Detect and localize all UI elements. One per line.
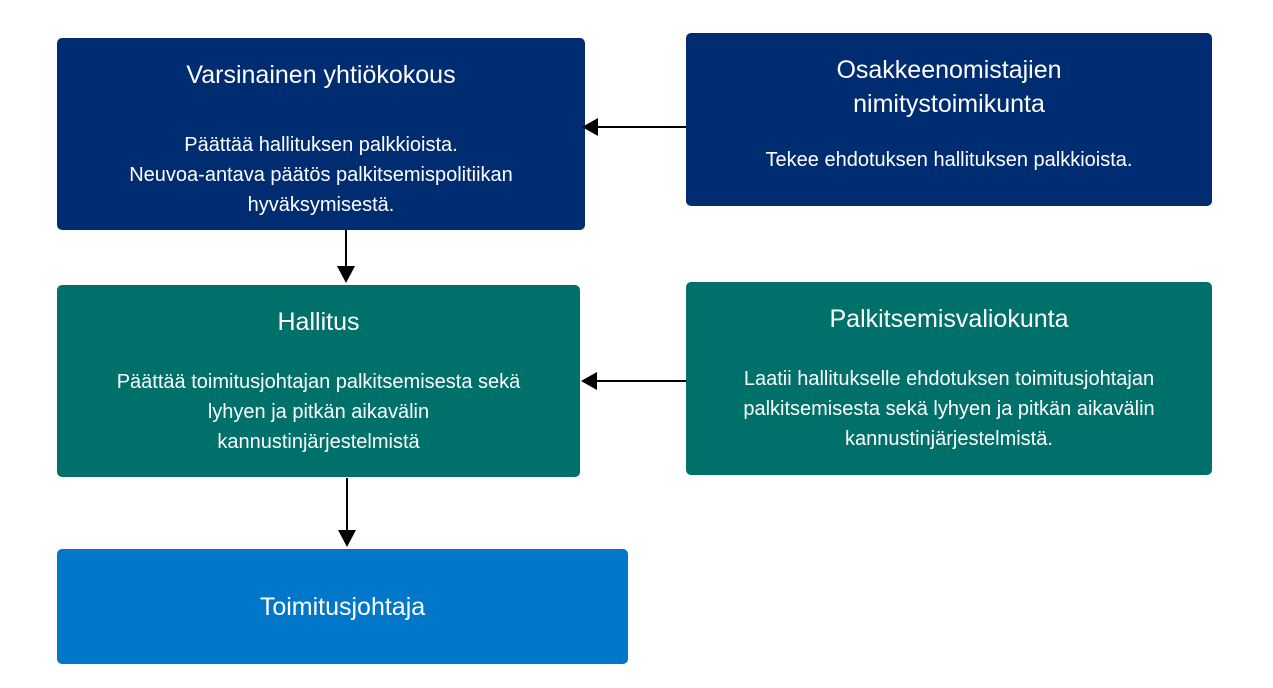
box-title-line: Palkitsemisvaliokunta (829, 305, 1069, 333)
box-osakkeenomistajien-nimitystoimikunta: Osakkeenomistajien nimitystoimikunta Tek… (686, 33, 1212, 206)
box-body: Tekee ehdotuksen hallituksen palkkioista… (766, 145, 1133, 175)
arrow-left-icon (582, 118, 598, 136)
box-body-line: kannustinjärjestelmistä. (845, 428, 1053, 450)
box-body: Päättää hallituksen palkkioista. Neuvoa-… (129, 130, 513, 220)
arrow-left-icon (581, 372, 597, 390)
box-title: Toimitusjohtaja (260, 590, 425, 624)
box-body: Päättää toimitusjohtajan palkitsemisesta… (117, 367, 521, 457)
box-body-line: palkitsemisesta sekä lyhyen ja pitkän ai… (743, 398, 1155, 420)
arrow-down-icon (338, 530, 356, 547)
box-title-line: Toimitusjohtaja (259, 592, 426, 621)
box-body: Laatii hallitukselle ehdotuksen toimitus… (743, 364, 1154, 454)
box-title: Varsinainen yhtiökokous (186, 58, 455, 92)
box-varsinainen-yhtiokokous: Varsinainen yhtiökokous Päättää hallituk… (57, 38, 585, 230)
box-body-line: hyväksymisestä. (247, 194, 395, 216)
box-title-line: Varsinainen yhtiökokous (186, 61, 456, 89)
box-body-line: Päättää toimitusjohtajan palkitsemisesta… (116, 371, 521, 393)
box-title-line: Osakkeenomistajien (836, 56, 1062, 84)
arrow-nimitystoimikunta-to-yhtiokokous-line (597, 126, 686, 128)
box-toimitusjohtaja: Toimitusjohtaja (57, 549, 628, 664)
box-palkitsemisvaliokunta: Palkitsemisvaliokunta Laatii hallituksel… (686, 282, 1212, 475)
box-title: Hallitus (278, 305, 360, 339)
arrow-yhtiokokous-to-hallitus-line (345, 230, 347, 267)
box-body-line: Laatii hallitukselle ehdotuksen toimitus… (743, 368, 1155, 390)
box-title-line: nimitystoimikunta (853, 90, 1045, 118)
box-title: Palkitsemisvaliokunta (830, 302, 1069, 336)
arrow-palkitsemisvaliokunta-to-hallitus-line (596, 380, 686, 382)
box-hallitus: Hallitus Päättää toimitusjohtajan palkit… (57, 285, 580, 477)
arrow-down-icon (337, 266, 355, 283)
box-body-line: Päättää hallituksen palkkioista. (184, 134, 458, 156)
box-body-line: lyhyen ja pitkän aikavälin (207, 401, 430, 423)
box-title-line: Hallitus (277, 308, 360, 336)
box-title: Osakkeenomistajien nimitystoimikunta (836, 53, 1061, 121)
box-body-line: Tekee ehdotuksen hallituksen palkkioista… (765, 149, 1133, 171)
arrow-hallitus-to-toimitusjohtaja-line (346, 478, 348, 531)
box-body-line: Neuvoa-antava päätös palkitsemispolitiik… (129, 164, 513, 186)
box-body-line: kannustinjärjestelmistä (217, 431, 420, 453)
